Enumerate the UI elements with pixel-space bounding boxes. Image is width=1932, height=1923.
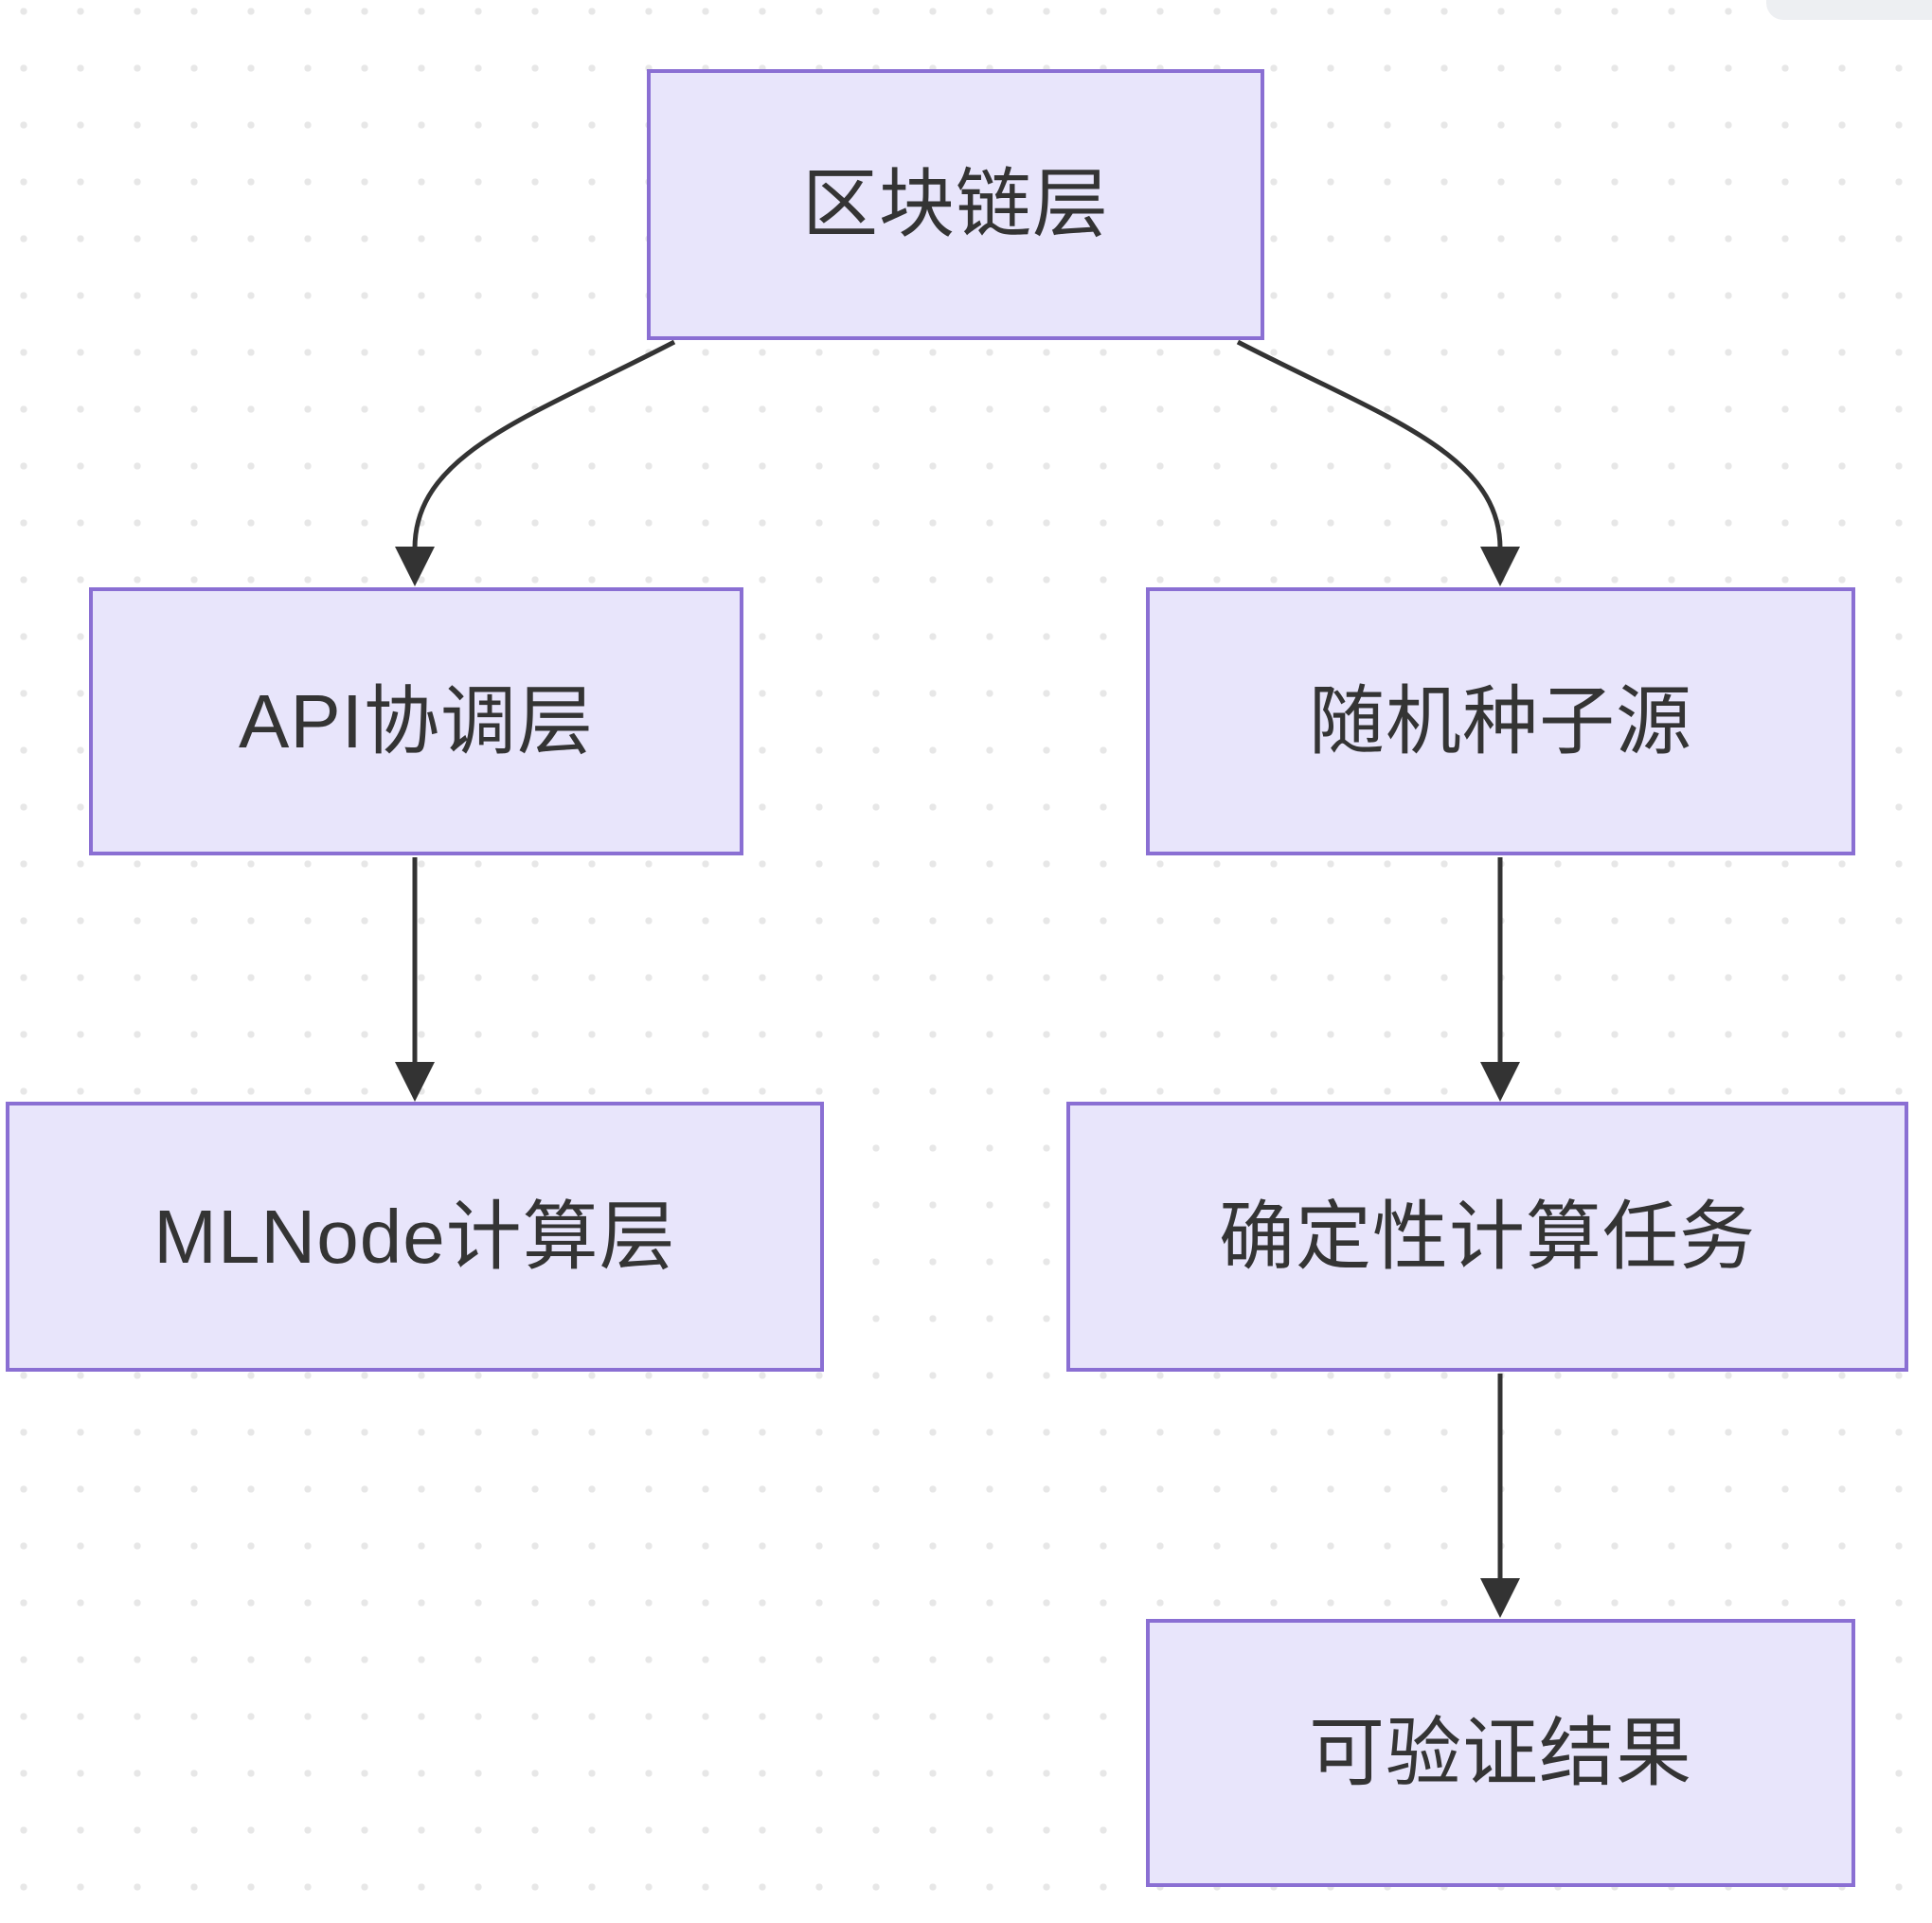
node-mlnode-compute-layer-label: MLNode计算层 — [153, 1194, 676, 1279]
arrowhead-deterministic-to-verifiable — [1480, 1578, 1520, 1618]
node-blockchain-layer-label: 区块链层 — [802, 162, 1109, 246]
node-verifiable-result-label: 可验证结果 — [1309, 1710, 1692, 1795]
node-mlnode-compute-layer: MLNode计算层 — [6, 1102, 824, 1372]
node-deterministic-compute-task-label: 确定性计算任务 — [1219, 1194, 1756, 1279]
node-api-coordination-layer-label: API协调层 — [239, 678, 594, 764]
node-deterministic-compute-task: 确定性计算任务 — [1066, 1102, 1908, 1372]
arrowhead-api-to-mlnode — [395, 1062, 435, 1102]
toolbar-corner-fragment — [1766, 0, 1932, 20]
edge-blockchain-to-seed — [1236, 339, 1503, 549]
node-api-coordination-layer: API协调层 — [89, 587, 743, 855]
arrowhead-blockchain-to-seed — [1480, 547, 1520, 586]
node-random-seed-source: 随机种子源 — [1146, 587, 1855, 855]
node-blockchain-layer: 区块链层 — [647, 69, 1264, 340]
arrowhead-blockchain-to-api — [395, 547, 435, 586]
arrowhead-seed-to-deterministic — [1480, 1062, 1520, 1102]
node-random-seed-source-label: 随机种子源 — [1309, 678, 1692, 764]
edge-blockchain-to-api — [412, 339, 676, 549]
node-verifiable-result: 可验证结果 — [1146, 1619, 1855, 1887]
